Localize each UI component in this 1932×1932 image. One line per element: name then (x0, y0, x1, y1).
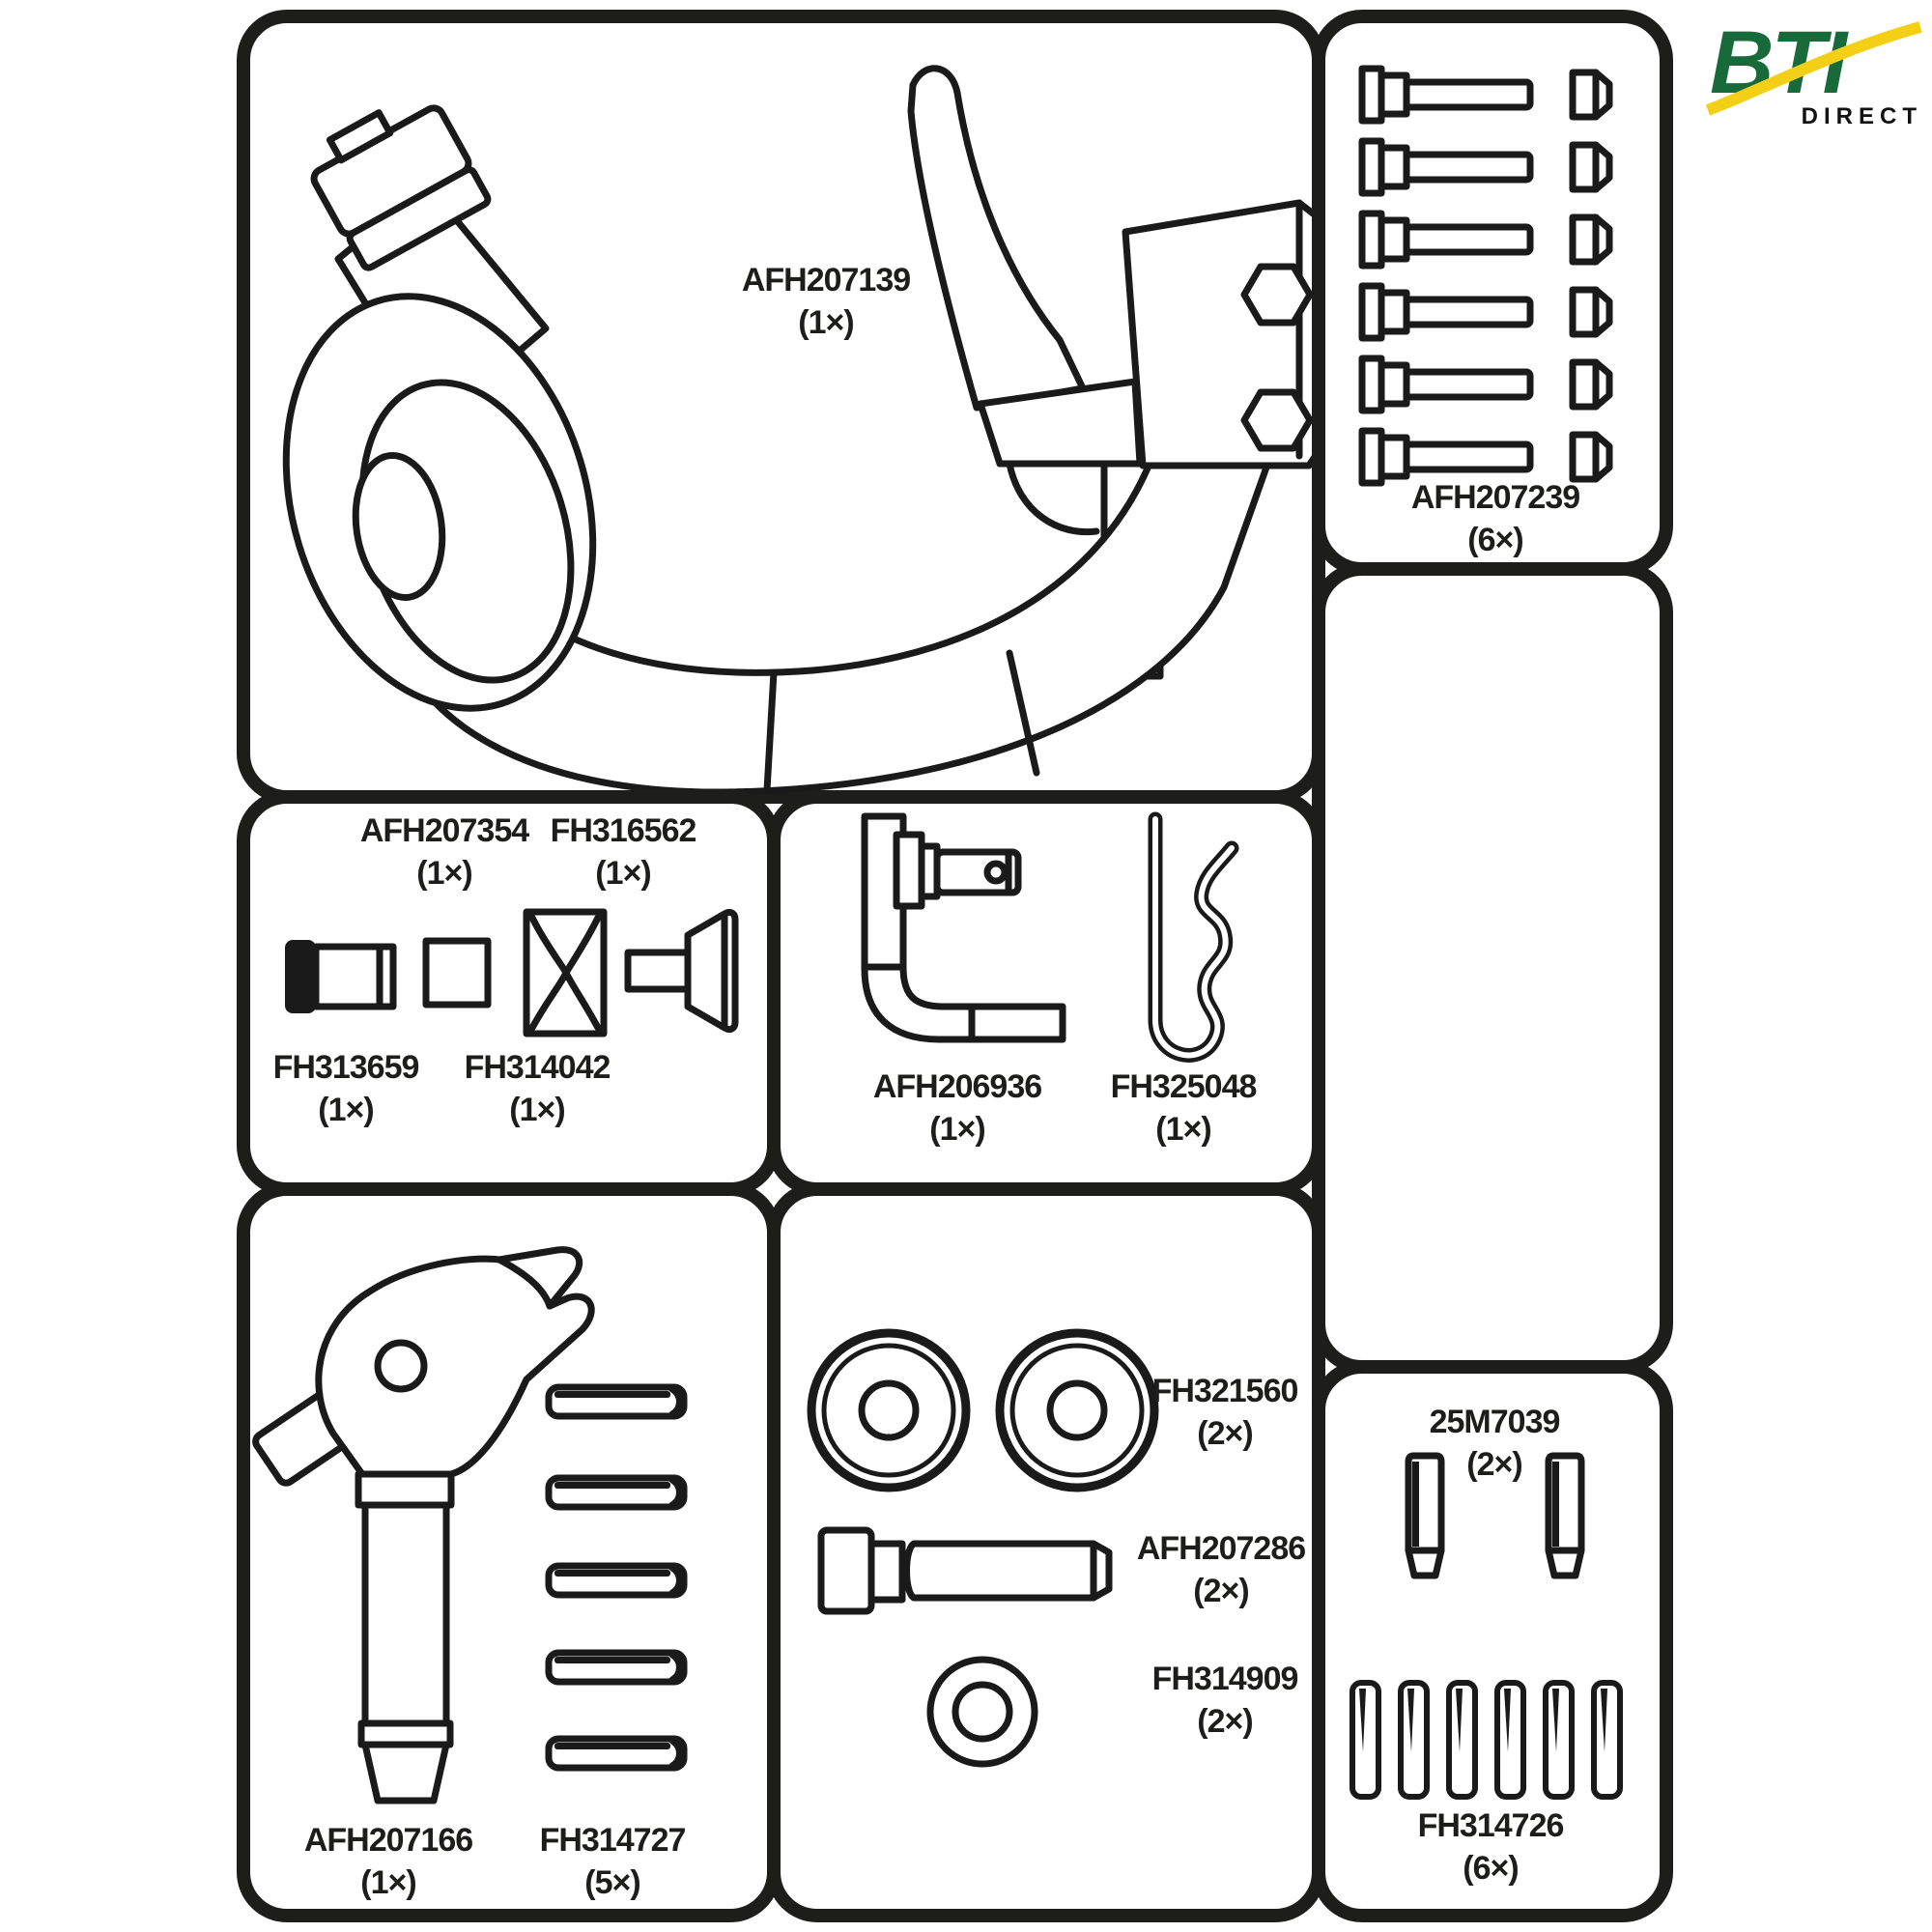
part-qty: (1×) (929, 1111, 985, 1148)
panel-latch-and-pins (237, 1182, 781, 1922)
part-qty: (1×) (318, 1092, 374, 1128)
horn-lever (907, 65, 1087, 412)
roll-pin-icon (1546, 1683, 1572, 1797)
bumper-pad (310, 104, 492, 271)
roll-pin-icon (1449, 1683, 1475, 1797)
roll-pin-icon (1497, 1683, 1523, 1797)
bushings-drawing (767, 1182, 1325, 1768)
part-number: AFH207239 (1410, 479, 1580, 516)
part-qty: (1×) (1155, 1111, 1211, 1148)
part-label-afh206936: AFH206936 (1×) (872, 1065, 1042, 1151)
plug-cap (285, 940, 316, 1013)
part-label-afh207166: AFH207166 (1×) (303, 1819, 473, 1904)
part-qty: (1×) (509, 1092, 565, 1128)
panel-dowel-pins (1312, 1360, 1673, 1922)
part-qty: (1×) (798, 304, 854, 341)
part-number: FH316562 (550, 812, 697, 849)
part-number: FH321560 (1151, 1373, 1299, 1409)
hex-bolt-and-nut (1362, 141, 1609, 193)
hook-joint-line (763, 668, 778, 794)
part-label-fh313659: FH313659 (1×) (272, 1046, 420, 1131)
v-roller (523, 908, 608, 1037)
hex-bolt-and-nut (1362, 286, 1609, 338)
roll-pin-icon (549, 1387, 684, 1416)
roll-pin-icon (549, 1739, 684, 1768)
part-number: FH314042 (464, 1049, 611, 1086)
part-label-fh321560: FH321560 (2×) (1151, 1370, 1299, 1455)
square-spacer (422, 937, 492, 1009)
part-qty: (1×) (360, 1864, 416, 1901)
part-number: FH314909 (1151, 1661, 1299, 1697)
part-number: FH314726 (1417, 1807, 1565, 1844)
bushing-icon (811, 1333, 966, 1488)
part-qty: (5×) (584, 1864, 640, 1901)
part-label-fh314726: FH314726 (6×) (1417, 1804, 1565, 1889)
bushing-icon (1000, 1333, 1154, 1488)
hex-bolt-and-nut (1362, 431, 1609, 483)
hook-body (380, 442, 1272, 796)
roll-pin-icon (549, 1653, 684, 1682)
part-qty: (2×) (1197, 1415, 1253, 1452)
hex-bolt-and-nut (1362, 69, 1609, 121)
part-number: FH314727 (539, 1822, 687, 1859)
roll-pin-icon (549, 1478, 684, 1507)
shoulder-bolt (817, 1526, 1113, 1615)
bti-direct-logo: BTI DIRECT (1705, 14, 1924, 129)
part-qty: (1×) (595, 855, 651, 892)
part-qty: (2×) (1466, 1446, 1522, 1483)
part-label-afh207354: AFH207354 (1×) (359, 810, 529, 895)
part-label-fh325048: FH325048 (1×) (1110, 1065, 1258, 1151)
roll-pin-icon (1594, 1683, 1620, 1797)
hex-bolt-head-icon (1240, 388, 1314, 452)
panel-bushings (767, 1182, 1325, 1922)
roll-pin-icon (1352, 1683, 1378, 1797)
latch-handle (252, 1246, 595, 1804)
clevis-arc (1006, 460, 1100, 536)
part-label-afh207139: AFH207139 (1×) (741, 259, 911, 344)
pin-clip-drawing (861, 811, 1239, 1063)
pivot-hole (352, 451, 446, 602)
part-qty: (1×) (416, 855, 472, 892)
roll-pin-icon (1401, 1683, 1427, 1797)
hex-bolt-and-nut (1362, 358, 1609, 411)
part-qty: (2×) (1197, 1703, 1253, 1740)
part-number: AFH207139 (741, 262, 911, 298)
part-label-25m7039: 25M7039 (2×) (1429, 1401, 1561, 1486)
part-label-fh314727: FH314727 (5×) (539, 1819, 687, 1904)
panel-right-spacer (1312, 562, 1673, 1374)
part-number: FH313659 (272, 1049, 420, 1086)
hitch-hook-drawing (282, 65, 1321, 796)
part-qty: (2×) (1193, 1573, 1249, 1609)
l-handle-clevis-pin (861, 812, 1066, 1043)
countersunk-screw (624, 908, 739, 1034)
part-number: AFH206936 (872, 1068, 1042, 1105)
flat-washer (926, 1656, 1038, 1768)
hex-bolt-head-icon (1240, 263, 1314, 327)
part-number: AFH207286 (1136, 1530, 1306, 1567)
part-label-afh207239: AFH207239 (6×) (1410, 476, 1580, 561)
roll-pin-icon (549, 1566, 684, 1595)
part-label-fh316562: FH316562 (1×) (550, 810, 697, 895)
hairpin-clip (1148, 811, 1239, 1063)
logo-swoosh (1705, 21, 1922, 116)
hex-bolt-and-nut (1362, 213, 1609, 266)
part-number: FH325048 (1110, 1068, 1258, 1105)
part-label-afh207286: AFH207286 (2×) (1136, 1527, 1306, 1612)
panel-hitch-hook (237, 10, 1325, 804)
part-label-fh314909: FH314909 (2×) (1151, 1658, 1299, 1743)
part-qty: (6×) (1467, 522, 1523, 558)
logo-subtitle-text: DIRECT (1802, 103, 1922, 129)
part-qty: (6×) (1463, 1850, 1519, 1887)
part-number: AFH207166 (303, 1822, 473, 1859)
panel-bolts (1312, 10, 1673, 576)
part-label-fh314042: FH314042 (1×) (465, 1046, 611, 1131)
part-number: AFH207354 (359, 812, 529, 849)
part-number: 25M7039 (1429, 1404, 1561, 1440)
small-hardware-drawing (285, 908, 739, 1037)
hook-joint-line (1006, 649, 1040, 777)
latch-drawing (252, 1246, 781, 1804)
